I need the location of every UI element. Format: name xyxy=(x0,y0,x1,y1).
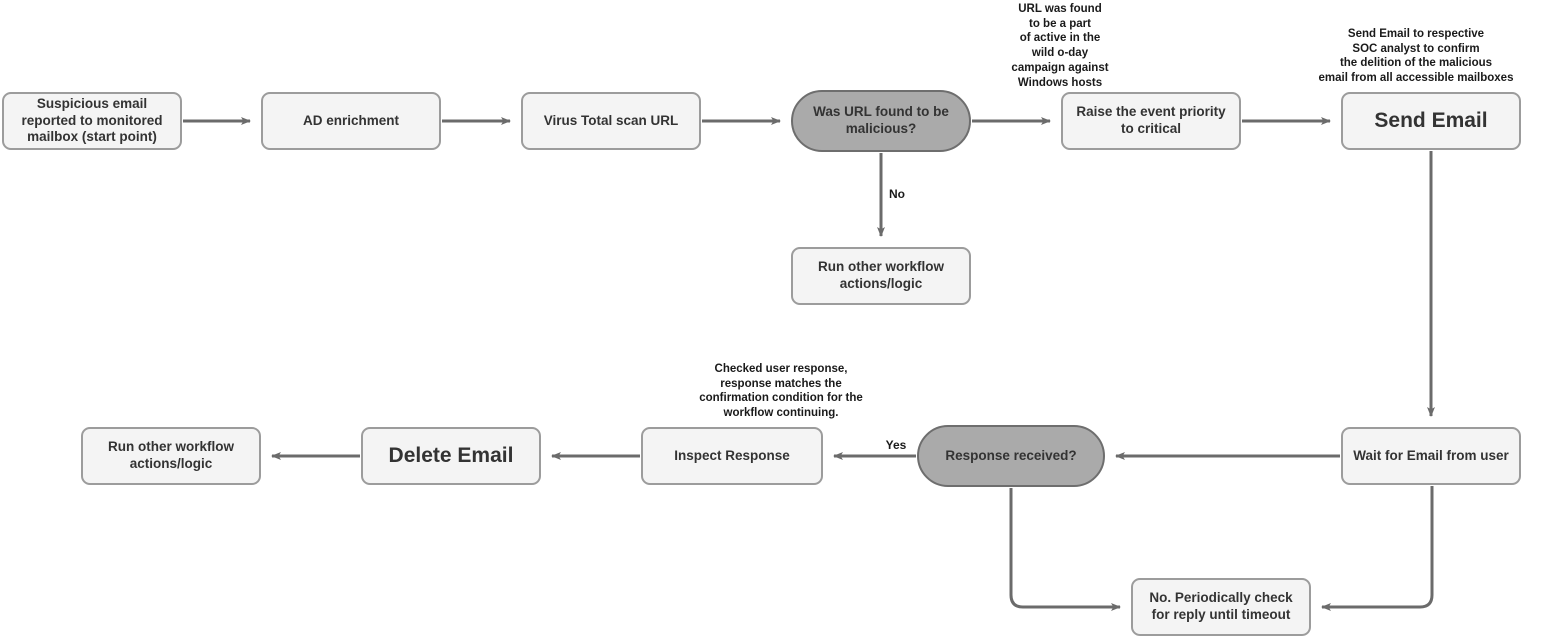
node-raise-event-priority[interactable]: Raise the event priority to critical xyxy=(1061,92,1241,150)
node-virus-total-scan-url[interactable]: Virus Total scan URL xyxy=(521,92,701,150)
edge-wait-for-email-to-periodic-check xyxy=(1321,486,1434,611)
node-run-other-workflow-top[interactable]: Run other workflow actions/logic xyxy=(791,247,971,305)
node-delete-email[interactable]: Delete Email xyxy=(361,427,541,485)
edge-label-yes-branch: Yes xyxy=(885,438,907,452)
node-send-email[interactable]: Send Email xyxy=(1341,92,1521,150)
edge-label-url-zero-day-campaign: URL was found to be a part of active in … xyxy=(1011,3,1109,89)
edge-label-no-branch: No xyxy=(889,187,905,201)
edge-response-decision-to-periodic-check xyxy=(1009,488,1121,611)
edge-label-checked-user-response: Checked user response, response matches … xyxy=(699,363,863,420)
node-run-other-workflow-bottom[interactable]: Run other workflow actions/logic xyxy=(81,427,261,485)
node-ad-enrichment[interactable]: AD enrichment xyxy=(261,92,441,150)
node-response-received-decision[interactable]: Response received? xyxy=(917,425,1105,487)
node-inspect-response[interactable]: Inspect Response xyxy=(641,427,823,485)
node-suspicious-email-start[interactable]: Suspicious email reported to monitored m… xyxy=(2,92,182,150)
node-periodic-check-for-reply[interactable]: No. Periodically check for reply until t… xyxy=(1131,578,1311,636)
node-was-url-malicious-decision[interactable]: Was URL found to be malicious? xyxy=(791,90,971,152)
edge-label-send-email-to-soc-analyst: Send Email to respective SOC analyst to … xyxy=(1318,28,1514,85)
node-wait-for-email-from-user[interactable]: Wait for Email from user xyxy=(1341,427,1521,485)
